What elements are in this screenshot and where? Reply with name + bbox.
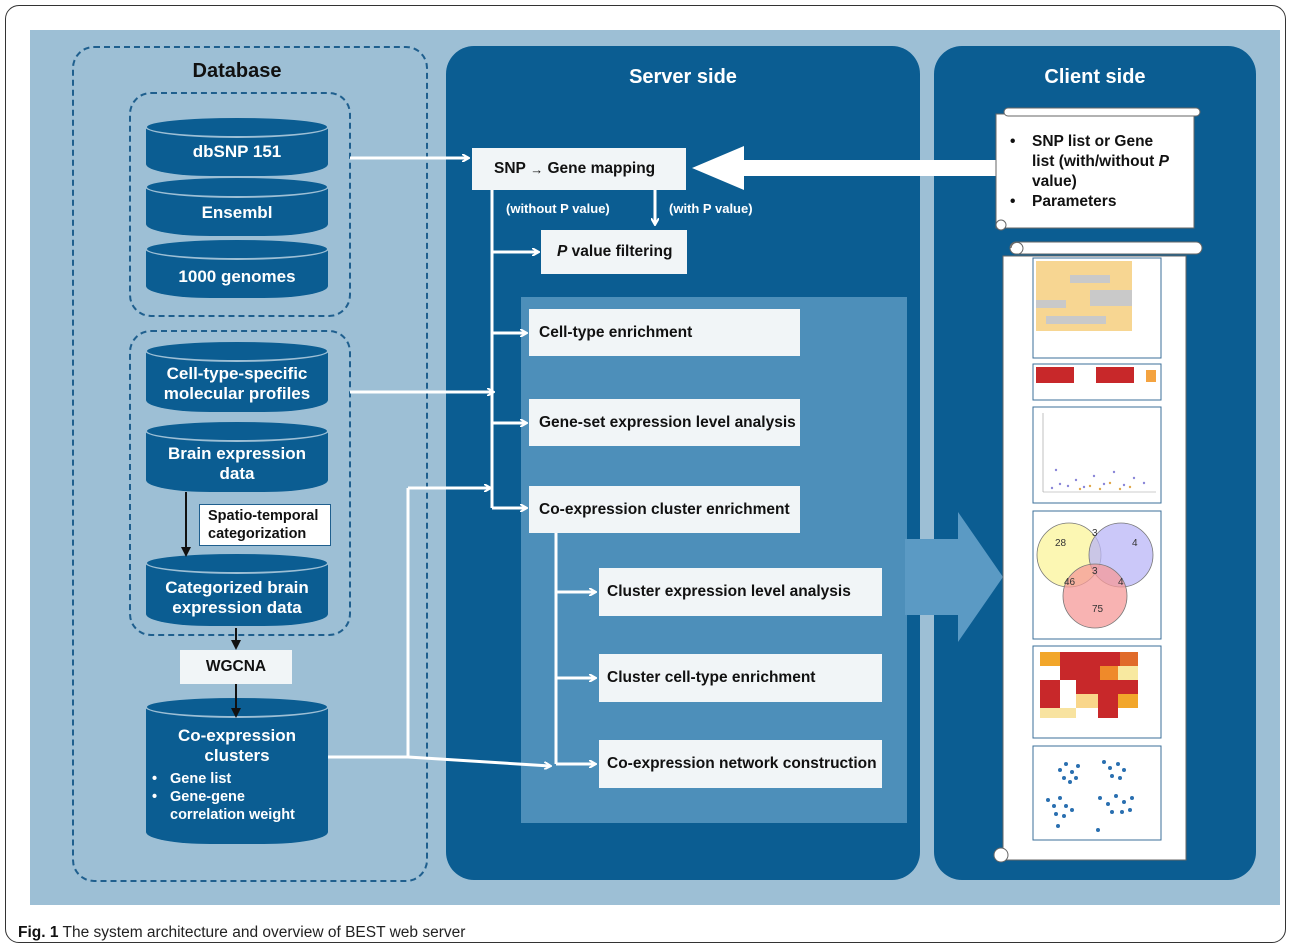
brain-expression-cylinder: Brain expression data <box>145 420 329 492</box>
p-value-filtering-box: P value filtering <box>541 230 687 274</box>
categorized-brain-cylinder: Categorized brain expression data <box>145 552 329 626</box>
client-input-item-2: • Parameters <box>1010 193 1117 210</box>
categorized-line1: Categorized brain <box>165 578 309 597</box>
venn-label-abc: 3 <box>1092 566 1098 577</box>
snp-gene-mapping-box: SNP → Gene mapping <box>472 148 686 190</box>
coexpression-enrichment-label: Co-expression cluster enrichment <box>539 500 790 518</box>
coexp-bullet-2-text-cont: correlation weight <box>170 807 295 823</box>
celltype-line2: molecular profiles <box>163 384 311 403</box>
spatio-line1: Spatio-temporal <box>208 508 319 524</box>
celltype-enrichment-box: Cell-type enrichment <box>529 309 800 356</box>
client-input-1p: P <box>1158 153 1169 170</box>
celltype-line1: Cell-type-specific <box>166 364 308 383</box>
cluster-expression-box: Cluster expression level analysis <box>599 568 882 616</box>
brain-expression-label: Brain expression data <box>146 444 328 484</box>
scatter-thumbnail <box>1032 406 1162 504</box>
coexp-bullet-2: •Gene-gene <box>152 789 245 805</box>
dbsnp-label: dbSNP 151 <box>192 142 282 161</box>
venn-label-ac: 46 <box>1064 577 1076 588</box>
coexp-bullet-2-text: Gene-gene <box>170 789 245 805</box>
geneset-expression-label: Gene-set expression level analysis <box>539 413 796 431</box>
pfilter-rest: value filtering <box>567 243 673 260</box>
venn-label-b: 4 <box>1132 538 1138 549</box>
coexpression-clusters-label: Co-expression clusters <box>146 726 328 766</box>
cluster-celltype-label: Cluster cell-type enrichment <box>607 669 816 686</box>
celltype-profiles-cylinder: Cell-type-specific molecular profiles <box>145 340 329 412</box>
cluster-heatmap-thumbnail <box>1032 645 1162 739</box>
coexpression-network-box: Co-expression network construction <box>599 740 882 788</box>
heatmap-thumbnail <box>1032 257 1162 359</box>
thousand-genomes-label: 1000 genomes <box>178 267 296 286</box>
ensembl-cylinder: Ensembl <box>145 176 329 236</box>
celltype-profiles-label: Cell-type-specific molecular profiles <box>146 364 328 404</box>
reference-db-group <box>129 92 351 317</box>
categorized-brain-label: Categorized brain expression data <box>146 578 328 618</box>
venn-label-c: 75 <box>1092 604 1104 615</box>
coexp-bullet-1-text: Gene list <box>170 771 232 787</box>
server-title: Server side <box>629 66 737 88</box>
results-big-arrow <box>905 512 1003 642</box>
snp-mapping-b: Gene mapping <box>547 160 656 177</box>
coexp-line2: clusters <box>204 746 270 765</box>
celltype-enrichment-label: Cell-type enrichment <box>539 323 693 341</box>
with-p-label: (with P value) <box>669 201 753 216</box>
caption-label: Fig. 1 <box>18 924 59 941</box>
client-input-item-1: • SNP list or Gene list (with/without P … <box>1010 132 1188 192</box>
client-input-item-1-text: SNP list or Gene list (with/without P va… <box>1032 132 1188 192</box>
snp-mapping-arrow: → <box>530 161 544 177</box>
celltype-bar-thumbnail <box>1032 363 1162 401</box>
coexp-line1: Co-expression <box>177 726 297 745</box>
without-p-label: (without P value) <box>506 201 610 216</box>
client-input-1c: value) <box>1032 173 1077 190</box>
spatio-temporal-box: Spatio-temporal categorization <box>199 504 331 546</box>
spatio-line2: categorization <box>208 526 307 542</box>
coexp-bullets: •Gene list •Gene-gene correlation weight <box>152 770 295 824</box>
network-thumbnail <box>1032 745 1162 841</box>
thousand-genomes-cylinder: 1000 genomes <box>145 238 329 298</box>
brain-line2: data <box>219 464 255 483</box>
client-input-1b: list (with/without <box>1032 153 1159 170</box>
wgcna-label: WGCNA <box>205 658 267 675</box>
venn-label-bc: 4 <box>1118 577 1124 588</box>
snp-mapping-a: SNP <box>494 160 526 177</box>
cluster-celltype-box: Cluster cell-type enrichment <box>599 654 882 702</box>
venn-thumbnail <box>1032 510 1162 640</box>
figure-caption: Fig. 1 The system architecture and overv… <box>18 924 465 942</box>
categorized-line2: expression data <box>172 598 302 617</box>
wgcna-box: WGCNA <box>180 650 292 684</box>
client-title: Client side <box>1044 66 1146 88</box>
dbsnp-cylinder: dbSNP 151 <box>145 116 329 176</box>
client-input-item-2-text: Parameters <box>1032 193 1117 210</box>
input-scroll <box>995 107 1201 231</box>
coexpression-network-label: Co-expression network construction <box>607 755 877 772</box>
input-arrow <box>692 146 1000 190</box>
venn-label-ab: 3 <box>1092 528 1098 539</box>
cluster-expression-label: Cluster expression level analysis <box>607 583 851 600</box>
venn-label-a: 28 <box>1055 538 1067 549</box>
client-input-1a: SNP list or Gene <box>1032 133 1154 150</box>
geneset-expression-box: Gene-set expression level analysis <box>529 399 800 446</box>
analysis-panel <box>521 297 907 823</box>
caption-text: The system architecture and overview of … <box>58 924 466 941</box>
brain-line1: Brain expression <box>168 444 306 463</box>
coexpression-enrichment-box: Co-expression cluster enrichment <box>529 486 800 533</box>
ensembl-label: Ensembl <box>201 203 273 222</box>
database-title: Database <box>192 60 282 82</box>
coexp-bullet-1: •Gene list <box>152 771 232 787</box>
database-outer-box <box>72 46 428 882</box>
pfilter-p: P <box>557 243 568 260</box>
expression-db-group <box>129 330 351 636</box>
client-input-list: • SNP list or Gene list (with/without P … <box>1010 132 1188 212</box>
